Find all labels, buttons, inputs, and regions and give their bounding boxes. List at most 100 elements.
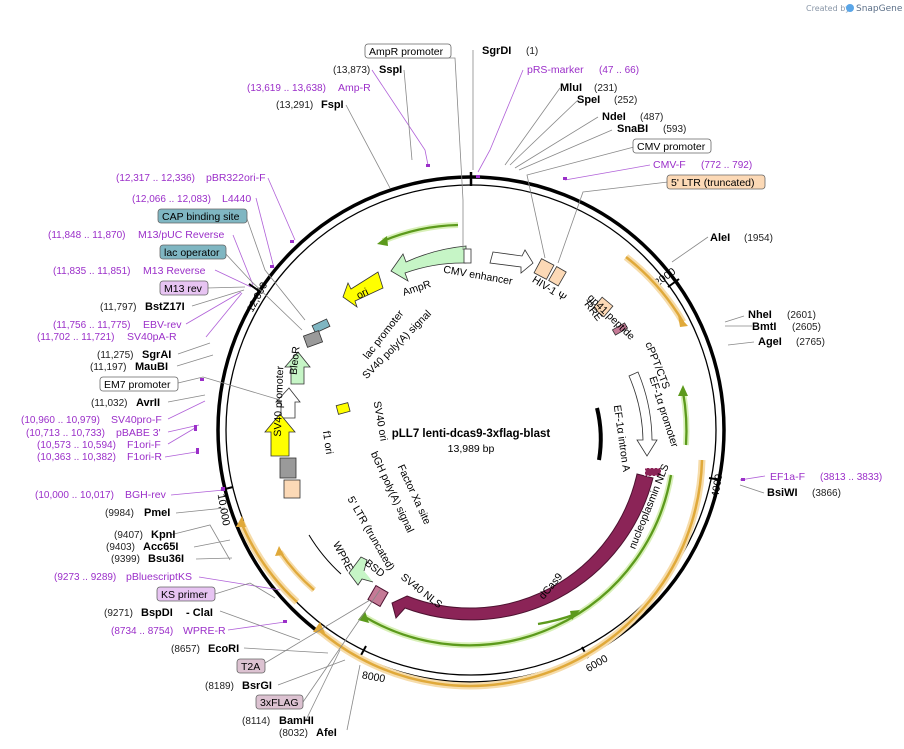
nucleoplasmin-nls-feature: [644, 467, 662, 477]
green-main-arc: [364, 474, 673, 647]
enzyme-bsiwi: BsiWI: [767, 487, 798, 499]
box-cmv-promoter-text: CMV promoter: [637, 141, 706, 153]
green-top-arrowhead: [377, 236, 388, 246]
plasmid-length: 13,989 bp: [448, 443, 495, 455]
label-ef1a-intron: EF-1α intron A: [611, 404, 632, 472]
box-ampr-promoter-text: AmpR promoter: [369, 46, 444, 58]
box-cap-binding-text: CAP binding site: [162, 211, 240, 223]
box-em7-promoter-text: EM7 promoter: [104, 379, 171, 391]
green-main-arrowhead: [358, 611, 369, 623]
primer-sv40pa-r: SV40pA-R: [127, 331, 177, 343]
enzyme-avrii-pos: (11,032): [91, 398, 128, 409]
primer-pbluescriptks: pBluescriptKS: [126, 571, 192, 583]
enzyme-bspdi: BspDI: [141, 607, 173, 619]
enzyme-nhei: NheI: [748, 309, 772, 321]
enzyme-maubi: MauBI: [135, 361, 168, 373]
enzyme-pmei-pos: (9984): [105, 508, 134, 519]
primer-sv40pa-r-range: (11,702 .. 11,721): [37, 332, 114, 343]
enzyme-bmti-pos: (2605): [792, 322, 821, 333]
enzyme-bmti: BmtI: [752, 321, 776, 333]
ampr-feature: [390, 245, 467, 282]
enzyme-sgrdi-pos: (1): [526, 46, 538, 57]
enzyme-sspi: SspI: [379, 64, 402, 76]
enzyme-avrii: AvrII: [136, 397, 160, 409]
enzyme-labels: SgrDI (1) MluI (231) SpeI (252) NdeI (48…: [90, 45, 841, 739]
sv40pa-feature: [302, 330, 324, 348]
box-ks-primer-text: KS primer: [161, 589, 208, 601]
cmv-enhancer-feature: [489, 249, 534, 274]
ltr3-arc: [625, 256, 685, 323]
primer-sv40pro-f-range: (10,960 .. 10,979): [21, 415, 100, 426]
box-t2a: [236, 658, 266, 674]
enzyme-bspdi-pos: (9271): [104, 608, 133, 619]
box-m13-rev: [159, 280, 209, 296]
cap-feature: [311, 318, 331, 334]
box-lac-operator: [159, 244, 227, 260]
sv40-nls-feature: [367, 584, 389, 608]
enzyme-kpni-pos: (9407): [114, 530, 143, 541]
label-ampr: AmpR: [401, 278, 433, 299]
primer-ef1a-f-range: (3813 .. 3833): [820, 472, 882, 483]
ltr5-block-2: [548, 266, 567, 287]
enzyme-afei: AfeI: [316, 727, 337, 739]
green-top-arc: [382, 223, 459, 243]
enzyme-fspi-pos: (13,291): [276, 100, 313, 111]
tick-label-4000: 4000: [709, 473, 725, 498]
primer-ebv-rev-range: (11,756 .. 11,775): [53, 320, 130, 331]
ef1a-intron-arc: [595, 407, 603, 461]
primer-ebv-rev: EBV-rev: [143, 319, 182, 331]
box-cmv-promoter: [632, 138, 712, 154]
orange-left-2-arrowhead: [275, 546, 284, 556]
enzyme-alei-pos: (1954): [744, 233, 773, 244]
tick-label-8000: 8000: [361, 669, 386, 685]
enzyme-alei: AleI: [710, 232, 730, 244]
enzyme-spei: SpeI: [577, 94, 600, 106]
enzyme-mlui-pos: (231): [594, 83, 617, 94]
box-ltr5-top: [666, 174, 766, 190]
enzyme-pmei: PmeI: [144, 507, 170, 519]
enzyme-sspi-pos: (13,873): [333, 65, 370, 76]
primer-markers: [194, 164, 745, 623]
enzyme-bamhi-pos: (8114): [242, 716, 270, 727]
box-ltr5-top-text: 5' LTR (truncated): [671, 177, 755, 189]
box-t2a-text: T2A: [241, 661, 260, 673]
primer-prs-marker: pRS-marker: [527, 64, 584, 76]
boxed-labels: AmpR promoter CMV promoter 5' LTR (trunc…: [99, 43, 766, 710]
gp41-feature: [611, 322, 629, 336]
primer-m13puc-range: (11,848 .. 11,870): [48, 230, 125, 241]
enzyme-bstz17i: BstZ17I: [145, 301, 185, 313]
orange-left-1-arrowhead: [236, 516, 246, 527]
ltr5-block-1: [533, 258, 555, 280]
orange-left-1: [239, 521, 298, 603]
enzyme-afei-pos: (8032): [279, 728, 308, 739]
primer-pbluescriptks-range: (9273 .. 9289): [54, 572, 116, 583]
enzyme-nhei-pos: (2601): [787, 310, 816, 321]
ltr3-arc-arrowhead: [678, 315, 688, 327]
enzyme-bsrgi-pos: (8189): [205, 681, 234, 692]
ori-feature: [342, 271, 384, 309]
enzyme-bsiwi-pos: (3866): [812, 488, 841, 499]
f1-ori-feature: [264, 413, 296, 457]
sv40-promoter-feature: [275, 387, 301, 419]
primer-m13rev: M13 Reverse: [143, 265, 206, 277]
primer-sv40pro-f: SV40pro-F: [111, 414, 162, 426]
box-cap-binding: [157, 208, 248, 224]
enzyme-sgrai-pos: (11,275): [97, 350, 134, 361]
enzyme-bstz17i-pos: (11,797): [100, 302, 137, 313]
box-em7-promoter: [99, 376, 179, 392]
bsd-feature: [348, 556, 374, 586]
primer-bgh-rev-range: (10,000 .. 10,017): [35, 490, 114, 501]
bgh-feature: [279, 457, 297, 479]
enzyme-agei-pos: (2765): [796, 337, 825, 348]
primer-f1ori-r: F1ori-R: [127, 451, 162, 463]
box-3xflag-text: 3xFLAG: [260, 697, 299, 709]
enzyme-bsu36i-pos: (9399): [111, 554, 140, 565]
box-ampr-promoter: [364, 43, 452, 59]
label-sv40-ori: SV40 ori: [371, 400, 390, 442]
primer-amp-r-range: (13,619 .. 13,638): [247, 83, 326, 94]
enzyme-clai: - ClaI: [186, 607, 213, 619]
primer-m13rev-range: (11,835 .. 11,851): [53, 266, 130, 277]
enzyme-bsu36i: Bsu36I: [148, 553, 184, 565]
label-sv40-promoter: SV40 promoter: [272, 365, 286, 436]
